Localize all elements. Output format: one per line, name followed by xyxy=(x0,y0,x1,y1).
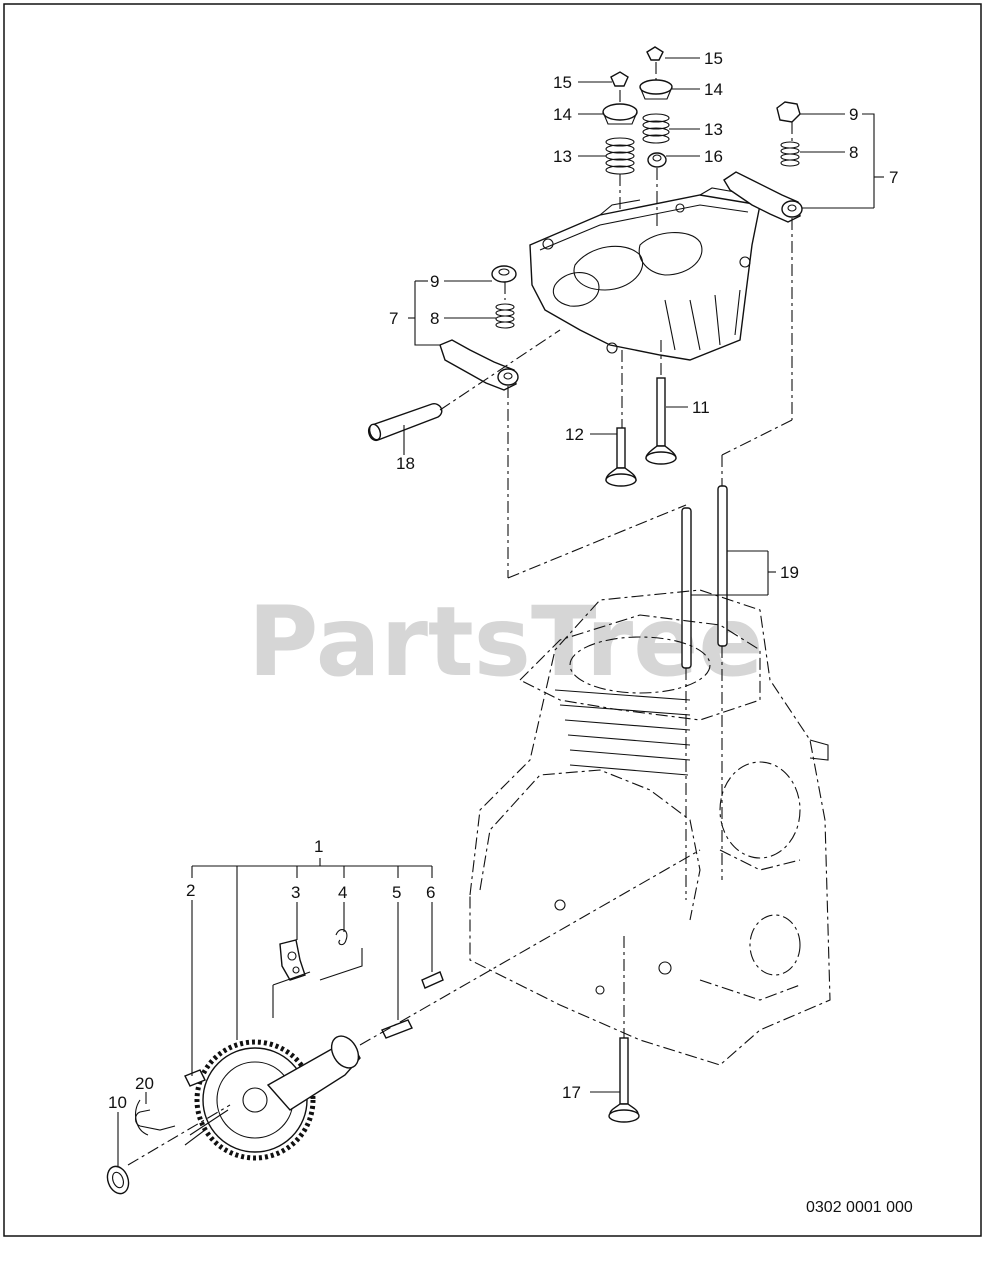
callout-15-left: 15 xyxy=(553,73,572,92)
callout-8-right: 8 xyxy=(849,143,858,162)
valve-spring-stack-right xyxy=(639,46,673,168)
callout-14-right: 14 xyxy=(704,80,723,99)
pushrods xyxy=(681,485,728,669)
callout-18: 18 xyxy=(396,454,415,473)
callout-11: 11 xyxy=(692,398,710,417)
callout-5: 5 xyxy=(392,883,401,902)
callout-3: 3 xyxy=(291,883,300,902)
rocker-shaft xyxy=(368,403,443,442)
lower-valve xyxy=(608,1037,640,1123)
callout-17: 17 xyxy=(562,1083,581,1102)
leader-lines xyxy=(117,57,884,1166)
callout-7-right: 7 xyxy=(889,168,898,187)
valve-spring-stack-left xyxy=(602,71,638,175)
callout-13-left: 13 xyxy=(553,147,572,166)
callout-20: 20 xyxy=(135,1074,154,1093)
assembly-paths xyxy=(127,62,793,1166)
rocker-arm-left xyxy=(439,265,519,391)
callout-15-right: 15 xyxy=(704,49,723,68)
callout-labels: 15 15 14 14 13 13 16 9 8 7 9 8 7 11 12 1… xyxy=(108,49,898,1112)
callout-16: 16 xyxy=(704,147,723,166)
cylinder-head xyxy=(529,187,761,361)
callout-9-left: 9 xyxy=(430,272,439,291)
camshaft-small-parts xyxy=(106,929,444,1195)
valves xyxy=(605,377,677,487)
callout-10: 10 xyxy=(108,1093,127,1112)
callout-12: 12 xyxy=(565,425,584,444)
crankcase xyxy=(469,589,831,1066)
callout-4: 4 xyxy=(338,883,347,902)
watermark: PartsTree xyxy=(248,586,763,698)
diagram-code: 0302 0001 000 xyxy=(806,1199,913,1216)
camshaft-gear xyxy=(184,1035,361,1161)
callout-9-right: 9 xyxy=(849,105,858,124)
callout-14-left: 14 xyxy=(553,105,572,124)
callout-19: 19 xyxy=(780,563,799,582)
rocker-arm-right xyxy=(723,101,803,223)
callout-1: 1 xyxy=(314,837,323,856)
callout-2: 2 xyxy=(186,881,195,900)
page-border xyxy=(3,3,982,1237)
callout-6: 6 xyxy=(426,883,435,902)
callout-13-right: 13 xyxy=(704,120,723,139)
callout-8-left: 8 xyxy=(430,309,439,328)
callout-7-left: 7 xyxy=(389,309,398,328)
